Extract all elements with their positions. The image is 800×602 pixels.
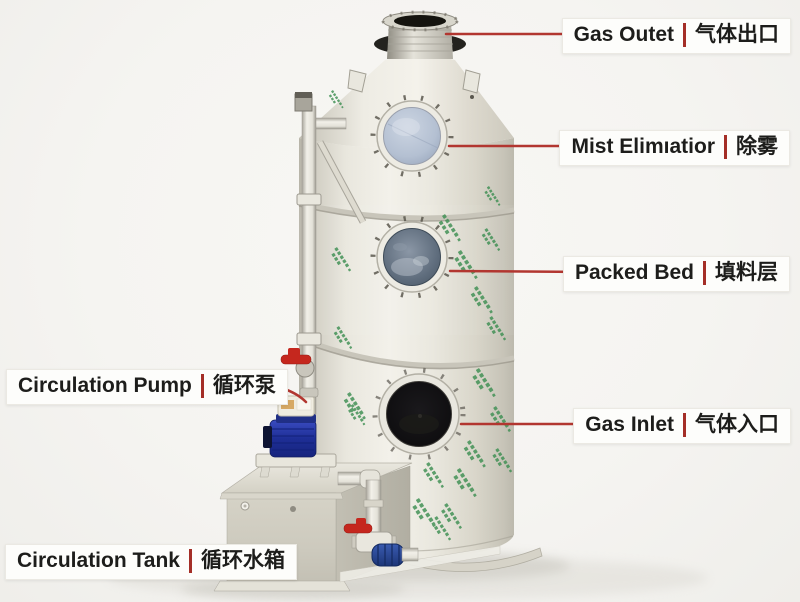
- viewport-mist-eliminator: [370, 94, 454, 178]
- cone-lugs: [347, 69, 481, 99]
- gas-outlet-stub: [381, 10, 459, 59]
- label-gas-outlet: Gas Outet 气体出口: [561, 18, 791, 55]
- pump-motor-body: [269, 419, 317, 458]
- label-divider: [683, 23, 686, 48]
- tank-base-flange: [213, 580, 351, 592]
- label-en-text: Packed Bed: [574, 261, 694, 284]
- label-zh-text: 循环泵: [212, 374, 276, 397]
- floor-base-strip: [339, 545, 501, 583]
- circulation-pipe: [280, 92, 367, 415]
- pipe-union-blue: [371, 543, 405, 567]
- packed-bed-window: [383, 228, 441, 286]
- label-divider: [200, 374, 204, 399]
- label-zh-text: 除雾: [736, 135, 778, 158]
- label-divider: [724, 135, 727, 160]
- pipe-clamp: [296, 193, 322, 206]
- tower-section-seams: [298, 200, 515, 370]
- label-divider: [683, 413, 686, 438]
- label-packed-bed: Packed Bed 填料层: [562, 256, 790, 293]
- gas-inlet-port: [372, 367, 466, 461]
- label-zh-text: 气体出口: [695, 23, 779, 46]
- outlet-opening: [394, 15, 446, 27]
- riser-valve: [280, 348, 315, 378]
- label-circulation-pump: Circulation Pump 循环泵: [6, 369, 288, 406]
- label-zh-text: 气体入口: [695, 413, 779, 436]
- drain-pipe-assembly: [337, 469, 419, 567]
- label-zh-text: 循环水箱: [200, 549, 285, 572]
- label-en-text: Circulation Pump: [18, 374, 192, 397]
- pipe-clamp: [296, 332, 322, 346]
- tank-fitting-dot: [290, 506, 296, 512]
- label-en-text: Circulation Tank: [17, 549, 180, 572]
- viewport-packed-bed: [370, 215, 454, 299]
- label-divider: [188, 549, 192, 574]
- label-mist-eliminator: Mist Elimıatior 除雾: [559, 130, 790, 167]
- drain-valve: [343, 518, 397, 553]
- label-en-text: Gas Outet: [573, 23, 674, 46]
- label-en-text: Mist Elimıatior: [571, 135, 715, 158]
- label-zh-text: 填料层: [715, 261, 778, 284]
- label-circulation-tank: Circulation Tank 循环水箱: [5, 544, 297, 581]
- label-divider: [703, 261, 706, 286]
- label-gas-inlet: Gas Inlet 气体入口: [573, 408, 791, 445]
- label-en-text: Gas Inlet: [585, 413, 674, 436]
